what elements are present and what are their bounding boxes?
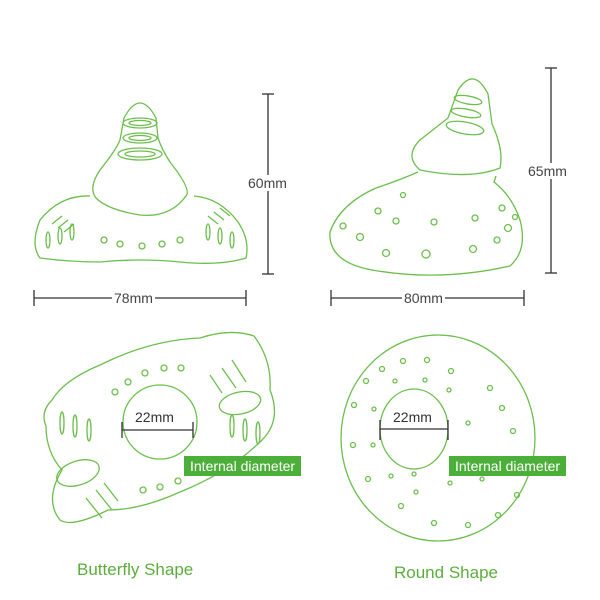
butterfly-top-illustration	[43, 331, 276, 524]
round-top-illustration	[340, 334, 536, 542]
butterfly-side-illustration	[34, 102, 248, 264]
internal-diameter-tag-round: Internal diameter	[449, 456, 567, 476]
inner-diameter-round: 22mm	[393, 409, 432, 425]
internal-diameter-tag-butterfly: Internal diameter	[184, 456, 302, 476]
caption-round-shape: Round Shape	[394, 563, 498, 582]
inner-diameter-butterfly: 22mm	[135, 409, 174, 425]
width-label-butterfly: 78mm	[112, 290, 155, 306]
height-label-butterfly: 60mm	[246, 175, 289, 191]
caption-butterfly-shape: Butterfly Shape	[77, 560, 194, 579]
round-side-illustration	[329, 78, 524, 276]
dimension-lines	[33, 67, 557, 440]
width-label-round: 80mm	[402, 290, 445, 306]
height-label-round: 65mm	[526, 163, 569, 179]
